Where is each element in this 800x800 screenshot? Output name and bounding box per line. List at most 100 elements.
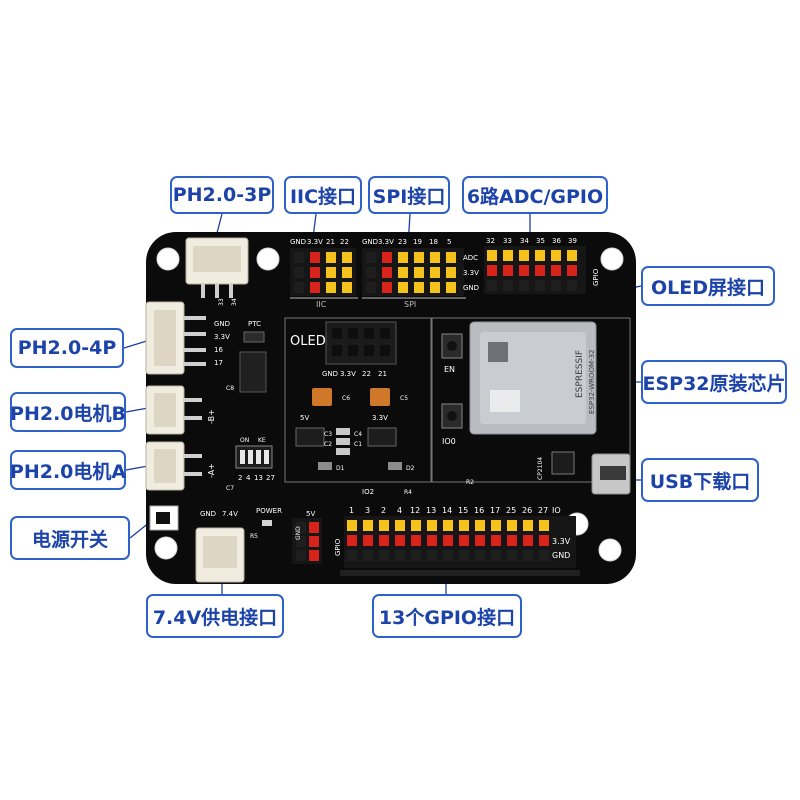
oled-header: [325, 321, 397, 365]
gpio-pin: [491, 535, 501, 546]
adc-pin: [503, 280, 513, 291]
iic-pin: [342, 282, 352, 293]
power-connector: [195, 527, 245, 583]
ph2-4p-connector: [145, 301, 206, 375]
adc-row-label: 3.3V: [463, 269, 479, 277]
gpio-row-label: IO: [552, 506, 561, 515]
switch-num-label: 2: [238, 474, 242, 482]
spi-pin: [382, 252, 392, 263]
five-v-header: [292, 518, 322, 564]
oled-pin-label: 3.3V: [340, 370, 356, 378]
adc-pin: [519, 280, 529, 291]
gpio-pin: [379, 550, 389, 561]
switch-num-label: 13: [254, 474, 263, 482]
gpio-pin-number: 2: [381, 506, 386, 515]
gpio-pin: [347, 550, 357, 561]
iic-pin: [294, 252, 304, 263]
motor-b-connector: [145, 385, 202, 435]
adc-pin: [567, 250, 577, 261]
switch-num-label: 27: [266, 474, 275, 482]
gpio-pin: [363, 535, 373, 546]
gpio-pin: [379, 535, 389, 546]
callout-usb-port: USB下载口: [641, 458, 759, 502]
gpio-pin: [411, 550, 421, 561]
gpio-pin: [427, 520, 437, 531]
oled-pin: [380, 345, 390, 356]
spi-pin: [414, 282, 424, 293]
spi-pin: [382, 282, 392, 293]
gpio-side-label: GPIO: [592, 268, 600, 286]
iic-pin: [294, 282, 304, 293]
spi-header: [362, 248, 466, 299]
motor-driver-chip: [239, 351, 267, 393]
iic-header: [290, 248, 358, 299]
adc-pin: [503, 265, 513, 276]
switch-num-label: 4: [246, 474, 251, 482]
iic-pin: [326, 267, 336, 278]
gpio-pin: [347, 520, 357, 531]
part-label-d2: D2: [406, 465, 415, 472]
gpio-pin: [395, 520, 405, 531]
adc-row-label: GND: [463, 284, 479, 292]
ph4p-pin-label: GND: [214, 320, 230, 328]
fivev-pin: [309, 550, 319, 561]
adc-header: [484, 246, 586, 294]
adc-pin: [551, 265, 561, 276]
part-label-r5: R5: [250, 533, 258, 540]
gpio-pin-number: 26: [522, 506, 532, 515]
oled-pin: [364, 345, 374, 356]
gpio-pin: [395, 535, 405, 546]
gpio-pin: [363, 550, 373, 561]
spi-pin-label: 23: [398, 238, 407, 246]
power-pin-label: 7.4V: [222, 510, 238, 518]
fivev-pin: [296, 550, 306, 561]
ph4p-pin-label: 17: [214, 359, 223, 367]
part-label-d1: D1: [336, 465, 345, 472]
adc-pin: [535, 280, 545, 291]
esp32-module: [469, 321, 597, 435]
part-label-r2: R2: [466, 479, 474, 486]
gpio-pin-number: 1: [349, 506, 354, 515]
gpio-pin: [539, 550, 549, 561]
gpio-pin-number: 27: [538, 506, 548, 515]
switch-ke-label: KE: [258, 437, 266, 444]
gpio-pin: [347, 535, 357, 546]
spi-pin: [414, 267, 424, 278]
en-label: EN: [444, 365, 455, 374]
part-label-c2: C2: [324, 441, 332, 448]
spi-pin: [430, 252, 440, 263]
io0-label: IO0: [442, 437, 456, 446]
cap-33v-label: 3.3V: [372, 414, 388, 422]
oled-pin: [380, 328, 390, 339]
power-label: POWER: [256, 507, 282, 515]
oled-pin-label: 22: [362, 370, 371, 378]
adc-pin: [535, 250, 545, 261]
adc-pin-label: 32: [486, 237, 495, 245]
gpio-pin: [475, 550, 485, 561]
iic-pin: [342, 252, 352, 263]
gpio-pin-number: 25: [506, 506, 516, 515]
motor-b-pin-label: -B+: [207, 409, 216, 424]
iic-pin: [310, 282, 320, 293]
spi-pin: [430, 267, 440, 278]
callout-power-switch: 电源开关: [10, 516, 130, 560]
gpio-header: [340, 516, 580, 576]
part-label-c1: C1: [354, 441, 362, 448]
ph3p-pin-label: 33: [218, 298, 225, 306]
adc-pin: [551, 280, 561, 291]
capacitor-c6: [312, 388, 332, 406]
adc-pin: [551, 250, 561, 261]
usb-port: [591, 453, 631, 495]
callout-adc-gpio: 6路ADC/GPIO: [462, 176, 608, 214]
callout-power-in: 7.4V供电接口: [146, 594, 284, 638]
spi-pin: [430, 282, 440, 293]
module-model: ESP32-WROOM-32: [588, 349, 596, 414]
gpio-pin: [379, 520, 389, 531]
iic-silk-label: IIC: [316, 300, 327, 309]
gpio-pin: [443, 520, 453, 531]
callout-gpio13: 13个GPIO接口: [372, 594, 522, 638]
spi-pin: [366, 267, 376, 278]
spi-pin: [398, 282, 408, 293]
motor-a-pin-label: -A+: [207, 463, 216, 478]
cp2104-chip: [551, 451, 575, 475]
